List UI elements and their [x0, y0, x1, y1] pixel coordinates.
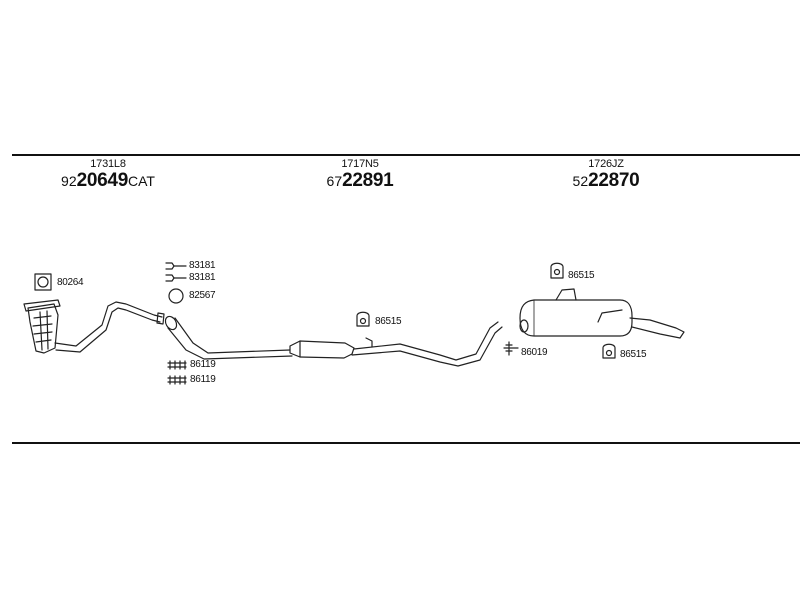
bolts-icon [167, 360, 187, 370]
bolts-b-label: 86119 [190, 374, 216, 385]
section-part-number: 5222870 [572, 170, 640, 191]
front-pipe-icon [54, 301, 165, 353]
section-code: 1726JZ [588, 158, 624, 170]
top-divider [12, 154, 800, 156]
section-code: 1717N5 [341, 158, 379, 170]
section-part-number: 6722891 [326, 170, 394, 191]
gasket-front-label: 80264 [57, 277, 84, 288]
clamp-icon [503, 341, 519, 356]
hanger-mid-label: 86515 [375, 316, 402, 327]
ring-label: 82567 [189, 290, 216, 301]
clamp-a-label: 83181 [189, 260, 216, 271]
bolts-a-label: 86119 [190, 359, 216, 370]
section-middle-silencer: 1717N5 6722891 [300, 158, 420, 192]
middle-silencer-icon [289, 340, 355, 359]
hanger-rear-bottom-label: 86515 [620, 349, 647, 360]
section-front-pipe: 1731L8 9220649CAT [48, 158, 168, 192]
section-code: 1731L8 [90, 158, 126, 170]
middle-pipe-icon [164, 315, 293, 360]
rear-silencer-icon [519, 288, 685, 339]
gasket-icon [34, 273, 52, 291]
section-rear-silencer: 1726JZ 5222870 [536, 158, 676, 192]
intermediate-pipe-icon [351, 321, 503, 367]
rubber-hanger-icon [356, 311, 370, 327]
hanger-rear-top-label: 86515 [568, 270, 595, 281]
bottom-divider [12, 442, 800, 444]
ring-icon [168, 288, 184, 304]
bolts-icon [167, 375, 187, 385]
section-part-number: 9220649CAT [61, 170, 155, 191]
catalytic-converter-icon [23, 299, 61, 354]
rubber-hanger-icon [550, 262, 564, 279]
clamp-b-label: 83181 [189, 272, 216, 283]
clamp-icon [165, 274, 187, 282]
clamp-rear-label: 86019 [521, 347, 548, 358]
rubber-hanger-icon [602, 343, 616, 359]
clamp-icon [165, 262, 187, 270]
